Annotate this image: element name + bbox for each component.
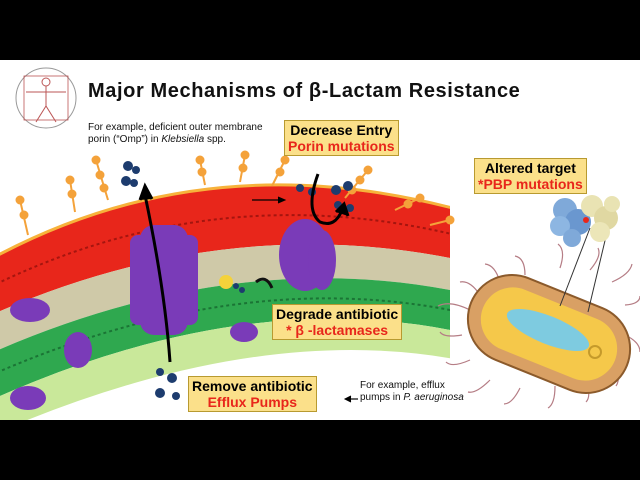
vitruvian-logo-icon xyxy=(15,67,77,129)
periplasm xyxy=(0,244,450,350)
porin-note-line2b: spp. xyxy=(204,134,226,145)
degrade-subtitle: * β -lactamases xyxy=(286,322,389,338)
porin-note-species: Klebsiella xyxy=(161,134,205,145)
flow-arrows xyxy=(138,173,358,403)
remove-title: Remove antibiotic xyxy=(192,378,313,394)
lps-chains xyxy=(15,150,455,236)
pbp-protein-structure xyxy=(550,195,620,247)
altered-target-subtitle: *PBP mutations xyxy=(478,176,583,192)
degrade-title: Degrade antibiotic xyxy=(276,306,399,322)
letterbox-bottom xyxy=(0,420,640,480)
efflux-note-line1: For example, efflux xyxy=(360,380,445,391)
remove-subtitle: Efflux Pumps xyxy=(207,394,298,410)
degrade-antibiotic-label: Degrade antibiotic * β -lactamases xyxy=(272,304,403,340)
decrease-entry-title: Decrease Entry xyxy=(290,122,393,138)
porin-note-line2a: porin (“Omp”) in xyxy=(88,134,162,145)
porin-note-line1: For example, deficient outer membrane xyxy=(88,122,263,133)
efflux-note-line2a: pumps in xyxy=(360,392,404,403)
slide-title: Major Mechanisms of β-Lactam Resistance xyxy=(88,80,521,102)
efflux-example-note: For example, efflux pumps in P. aerugino… xyxy=(360,380,464,404)
porin-example-note: For example, deficient outer membrane po… xyxy=(88,122,263,146)
letterbox-top xyxy=(0,0,640,60)
remove-antibiotic-label: Remove antibiotic Efflux Pumps xyxy=(188,376,317,412)
altered-target-title: Altered target xyxy=(484,160,576,176)
efflux-note-species: P. aeruginosa xyxy=(403,392,464,403)
decrease-entry-subtitle: Porin mutations xyxy=(288,138,395,154)
decrease-entry-label: Decrease Entry Porin mutations xyxy=(284,120,399,156)
slide: Major Mechanisms of β-Lactam Resistance … xyxy=(0,60,640,420)
altered-target-label: Altered target *PBP mutations xyxy=(474,158,587,194)
bacterium-illustration xyxy=(437,227,640,409)
membrane-illustration xyxy=(0,150,640,420)
beta-lactamase-enzyme xyxy=(219,275,274,293)
antibiotic-molecules xyxy=(121,161,354,400)
